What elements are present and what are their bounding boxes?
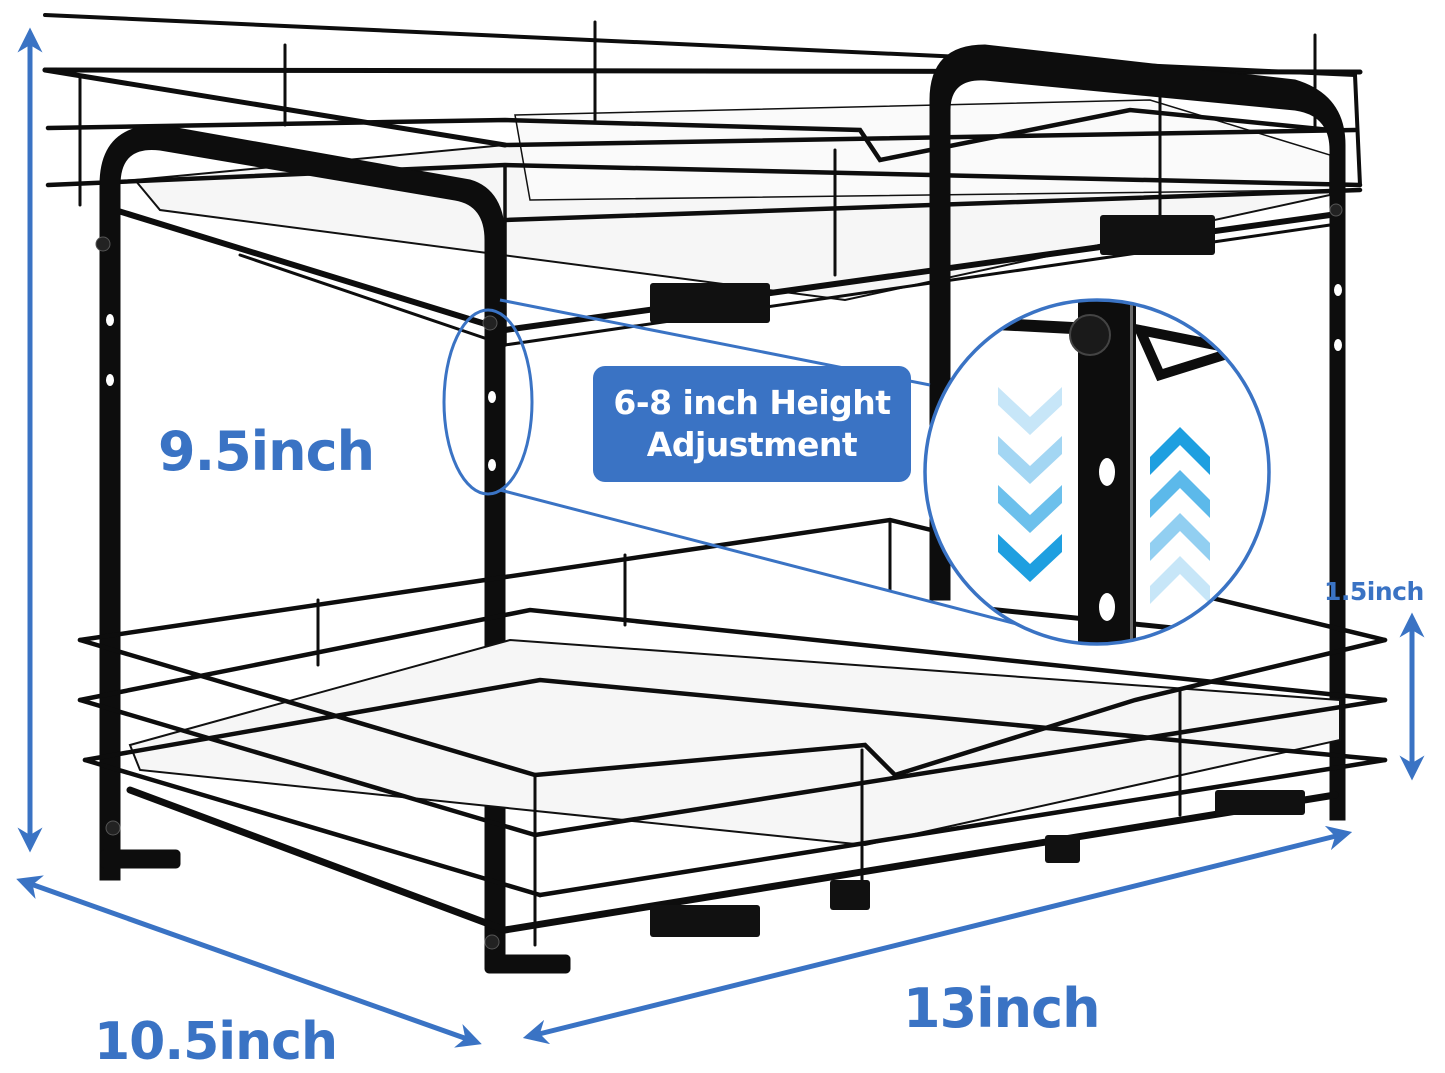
down-chevrons-icon	[998, 387, 1062, 582]
width-arrow-icon	[522, 825, 1353, 1045]
bottom-shelf-board	[128, 638, 1341, 847]
callout-line-1: 6-8 inch Height	[613, 383, 891, 422]
height-adjustment-callout: 6-8 inch Height Adjustment	[593, 366, 911, 482]
post-holes	[106, 284, 1342, 471]
top-slide-blocks	[650, 215, 1215, 323]
post-screws	[95, 203, 1343, 950]
callout-line-2: Adjustment	[646, 425, 858, 464]
depth-arrow-icon	[16, 875, 482, 1048]
up-chevrons-icon	[1150, 427, 1210, 604]
width-dimension-label: 13inch	[903, 977, 1101, 1040]
drawer-rail-height-label: 1.5inch	[1324, 577, 1424, 606]
height-dimension-label: 9.5inch	[158, 420, 375, 483]
magnifier-view	[923, 298, 1271, 646]
depth-dimension-label: 10.5inch	[94, 1012, 338, 1072]
dimension-arrows	[16, 27, 1425, 1048]
